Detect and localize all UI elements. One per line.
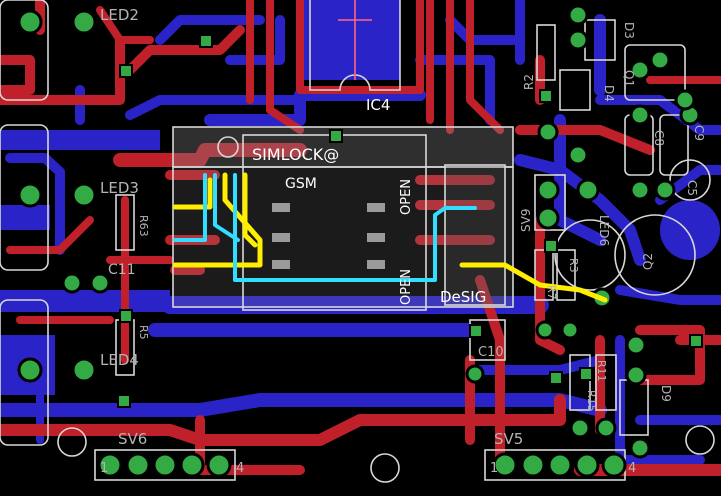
sv6-pin-5 — [206, 452, 232, 478]
pad-led4-b — [71, 357, 97, 383]
sv5-pin-3 — [547, 452, 573, 478]
label-q2: Q2 — [641, 253, 655, 270]
cyan-trace-3 — [233, 173, 477, 282]
label-led4: LED4 — [100, 351, 139, 369]
label-led2: LED2 — [100, 6, 139, 24]
sv6-pin-1 — [97, 452, 123, 478]
label-simlock: SIMLOCK@ — [252, 145, 339, 164]
label-sv6-pin1: 1 — [100, 461, 108, 476]
label-sv5-pin1: 1 — [490, 461, 498, 476]
pad-led3-b — [71, 182, 97, 208]
silkscreen-text: LED2 LED3 LED4 R63 C11 R5 IC4 SIMLOCK@ G… — [100, 6, 706, 476]
label-open-1: OPEN — [399, 179, 414, 215]
yellow-trace-1 — [172, 177, 213, 210]
label-sv6: SV6 — [118, 430, 147, 448]
label-d4: D4 — [602, 85, 616, 102]
label-sv5-pin4: 4 — [628, 461, 636, 476]
label-r15: R15 — [585, 390, 598, 412]
label-d3: D3 — [622, 22, 636, 39]
label-d9: D9 — [659, 385, 673, 402]
label-c11: C11 — [108, 262, 136, 278]
label-open-2: OPEN — [399, 269, 414, 305]
yellow-trace-3 — [242, 172, 258, 248]
led3-outline — [0, 124, 49, 271]
label-sv6-pin4: 4 — [236, 461, 244, 476]
label-r3: R3 — [567, 258, 580, 273]
yellow-trace-2 — [172, 172, 263, 268]
yellow-trace-4 — [459, 262, 608, 303]
silkscreen-layer — [0, 0, 715, 483]
top-copper-layer — [0, 0, 721, 476]
label-r2: R2 — [522, 74, 536, 90]
label-r7: R7 — [545, 285, 558, 300]
pad-led2-b — [71, 9, 97, 35]
led2-outline — [0, 0, 49, 101]
label-c5: C5 — [685, 180, 699, 196]
pad-led3-a — [17, 182, 43, 208]
cyan-trace-2 — [213, 173, 240, 242]
led4-outline — [0, 299, 49, 446]
sv6-outline — [94, 449, 236, 481]
label-desig: DeSIG — [440, 288, 486, 306]
label-gsm: GSM — [285, 176, 317, 192]
label-sv9: SV9 — [519, 209, 533, 232]
label-r11: R11 — [595, 360, 608, 382]
label-led3: LED3 — [100, 179, 139, 197]
pads-layer — [17, 4, 703, 478]
label-sv5: SV5 — [494, 430, 523, 448]
sv5-pin-1 — [492, 452, 518, 478]
label-led6: LED6 — [597, 215, 611, 246]
pad-c11-a — [61, 272, 83, 294]
pad-led2-a — [17, 9, 43, 35]
label-ic4: IC4 — [366, 96, 390, 114]
sv5-pin-2 — [520, 452, 546, 478]
cyan-trace-1 — [173, 173, 207, 242]
label-r5: R5 — [137, 325, 150, 340]
sv5-pin-4 — [574, 452, 600, 478]
pad-c11-b — [89, 272, 111, 294]
label-r63: R63 — [137, 215, 150, 237]
sv6-pin-3 — [152, 452, 178, 478]
label-c8: C8 — [652, 130, 666, 146]
pad-led4-a — [17, 357, 43, 383]
label-q1: Q1 — [622, 70, 636, 87]
sv6-pin-4 — [179, 452, 205, 478]
sv6-pin-2 — [125, 452, 151, 478]
label-c9: C9 — [692, 125, 706, 141]
label-c10: C10 — [478, 345, 504, 360]
sv5-pin-5 — [601, 452, 627, 478]
highlight-traces — [172, 172, 608, 303]
